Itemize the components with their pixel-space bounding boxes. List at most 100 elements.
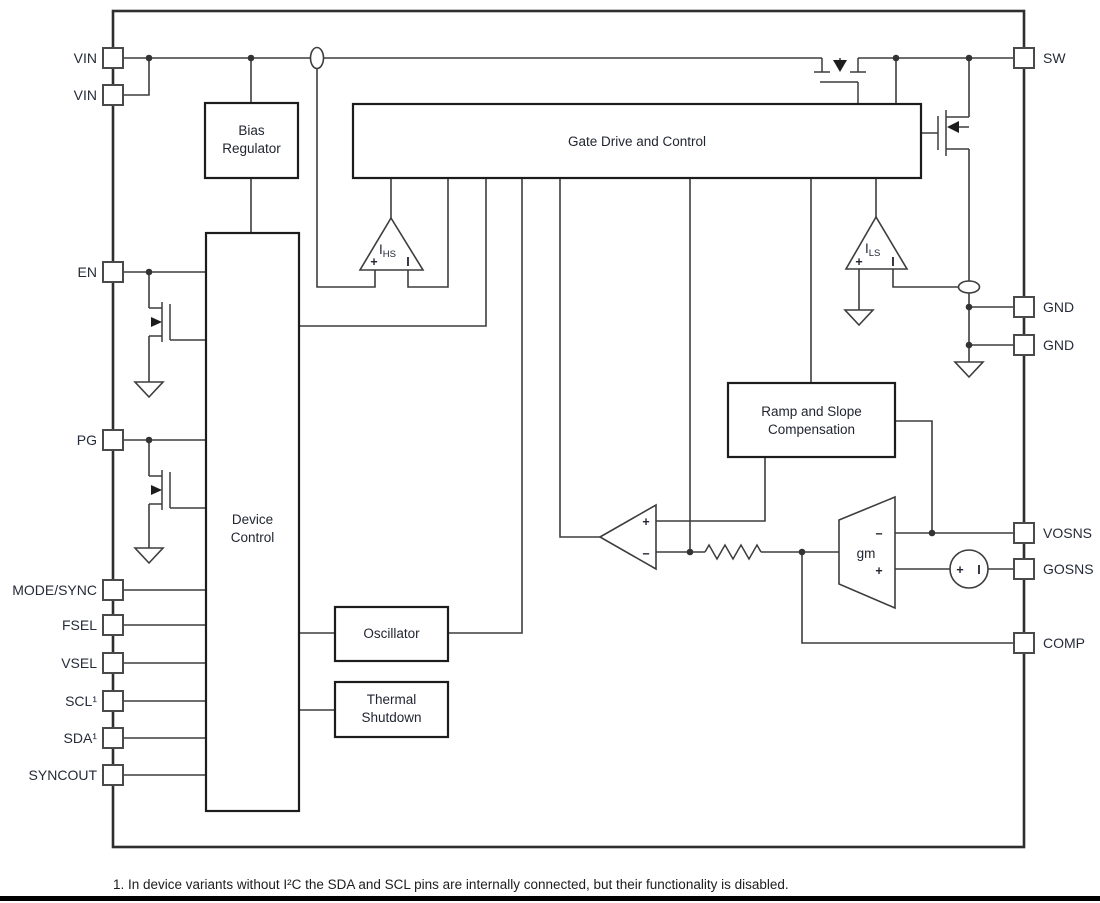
pin-label: COMP [1043,635,1085,651]
ils-plus-label: + [855,255,862,269]
pin-vosns: VOSNS [1013,522,1092,544]
wires [124,57,1014,776]
current-source-icon: + I [949,549,989,589]
comparator-icon: + − [598,503,657,571]
pin-box [102,652,124,674]
pin-label: GND [1043,337,1074,353]
pin-label: VIN [74,87,97,103]
pin-vin-2: VIN [74,84,124,106]
junction-dot [965,303,973,311]
block-thermal-shutdown: Thermal Shutdown [333,680,450,739]
pin-mode-sync: MODE/SYNC [12,579,124,601]
ground-icon [843,309,875,327]
gate-drive-box [351,102,923,180]
junction-dot [928,529,936,537]
pin-box [102,84,124,106]
junction-dot [145,268,153,276]
junction-dot [892,54,900,62]
pin-comp: COMP [1013,632,1085,654]
pin-box [102,579,124,601]
ihs-out-label: I [406,255,409,269]
block-gate-drive: Gate Drive and Control [351,102,923,180]
thermal-shutdown-label: Shutdown [361,710,421,725]
pin-box [102,690,124,712]
pin-box [1013,632,1035,654]
pin-label: PG [77,432,97,448]
pin-label: FSEL [62,617,97,633]
pin-box [1013,47,1035,69]
bottom-divider [0,896,1100,901]
pin-label: GOSNS [1043,561,1094,577]
ils-amp-icon: ILS + I [844,215,909,270]
pin-gnd-2: GND [1013,334,1074,356]
gm-plus-label: + [875,564,882,578]
junction-dot [965,54,973,62]
source-plus-label: + [956,563,963,577]
pin-box [102,727,124,749]
pin-label: VIN [74,50,97,66]
pin-sw: SW [1013,47,1066,69]
device-control-box [204,231,301,813]
comparator-plus-label: + [642,515,649,529]
thermal-shutdown-box [333,680,450,739]
bias-regulator-box [203,101,300,180]
bias-regulator-label: Regulator [222,141,281,156]
svg-text:IHS: IHS [379,242,396,260]
gm-minus-label: − [875,527,882,541]
oscillator-box [333,605,450,663]
pin-box [102,764,124,786]
pin-syncout: SYNCOUT [29,764,124,786]
pin-label: SYNCOUT [29,767,98,783]
block-oscillator: Oscillator [333,605,450,663]
pin-gnd-1: GND [1013,296,1074,318]
pin-label: EN [78,264,97,280]
block-ramp-compensation: Ramp and Slope Compensation [726,381,897,459]
high-side-mosfet-icon [814,58,866,104]
pin-label: SCL¹ [65,693,97,709]
pin-label: VSEL [61,655,97,671]
pg-pulldown-mosfet-icon [149,470,206,510]
pin-scl: SCL¹ [65,690,124,712]
pin-label: SDA¹ [64,730,98,746]
junction-dot [798,548,806,556]
ramp-compensation-label: Compensation [768,422,855,437]
ihs-amp-icon: IHS + I [358,216,425,271]
ground-icon [133,547,165,565]
ground-icon [953,361,985,379]
pin-vin-1: VIN [74,47,124,69]
block-bias-regulator: Bias Regulator [203,101,300,180]
pin-box [102,429,124,451]
pin-box [102,614,124,636]
ground-icon [133,381,165,399]
oscillator-label: Oscillator [363,626,420,641]
low-side-mosfet-icon [921,110,969,156]
block-device-control: Device Control [204,231,301,813]
source-out-label: I [977,563,980,577]
thermal-shutdown-label: Thermal [367,692,417,707]
gm-amplifier-icon: − gm + [838,495,896,610]
pin-box [102,261,124,283]
ils-amp-sub: LS [869,248,881,259]
ihs-plus-label: + [370,255,377,269]
junction-dot [145,436,153,444]
device-control-label: Device [232,512,273,527]
ihs-amp-sub: HS [383,249,396,260]
pin-box [1013,522,1035,544]
junction-dot [686,548,694,556]
pin-label: VOSNS [1043,525,1092,541]
pin-label: MODE/SYNC [12,582,97,598]
device-control-label: Control [231,530,275,545]
en-pulldown-mosfet-icon [149,302,206,342]
pin-box [1013,296,1035,318]
junction-dot [965,341,973,349]
current-sense-loop-icon [309,46,325,70]
gm-label: gm [857,546,876,561]
gate-drive-label: Gate Drive and Control [568,134,706,149]
pin-en: EN [78,261,124,283]
junction-dots [145,54,973,556]
pin-box [102,47,124,69]
bias-regulator-label: Bias [238,123,265,138]
svg-text:ILS: ILS [865,241,880,259]
ils-out-label: I [891,255,894,269]
